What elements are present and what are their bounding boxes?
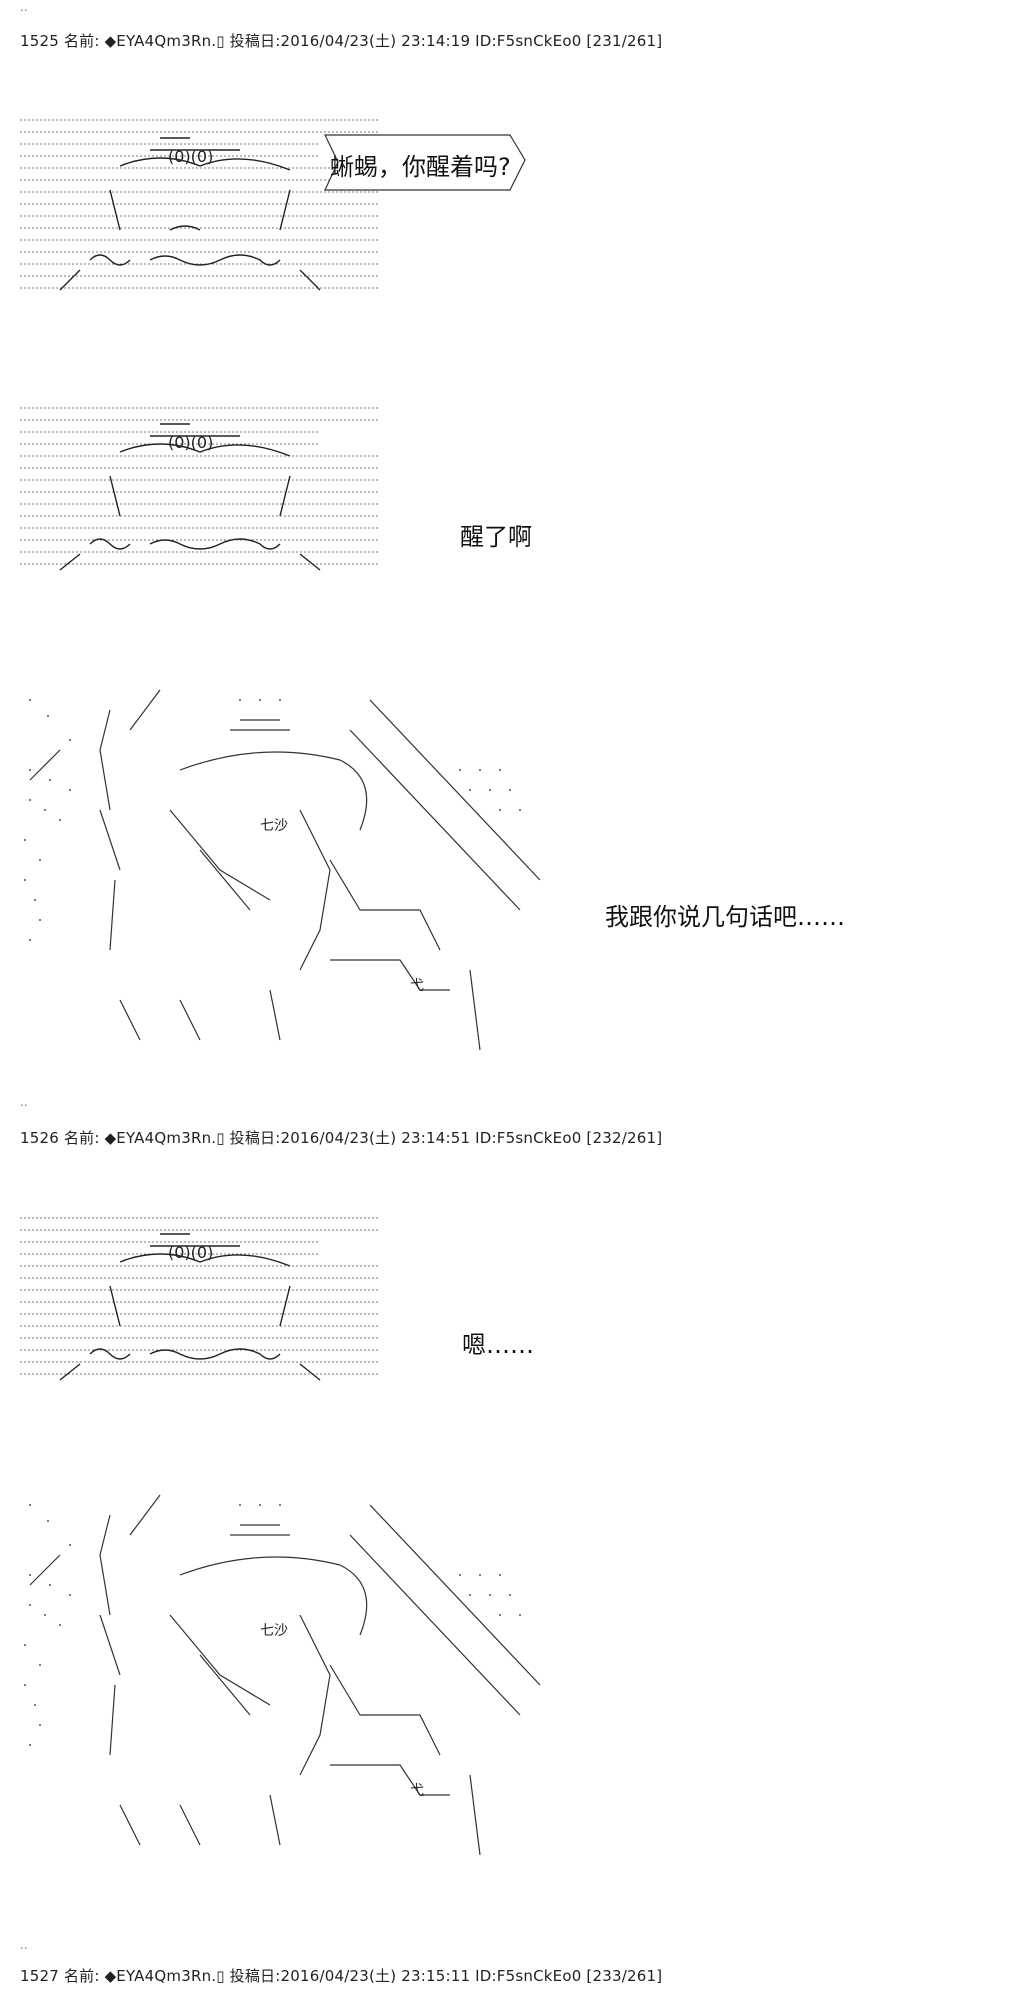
character-ascii-art: 七沙 弋 [24,1494,541,1856]
dialogue-text: 我跟你说几句话吧…… [605,903,845,931]
dialogue-text: 嗯…… [462,1331,534,1359]
lizard-face-text: (0)(0) [168,147,213,166]
post-header: 1526 名前: ◆EYA4Qm3Rn.▯ 投稿日:2016/04/23(土) … [20,1129,663,1147]
post-header: 1525 名前: ◆EYA4Qm3Rn.▯ 投稿日:2016/04/23(土) … [20,32,663,50]
kanji-label: 弋 [410,1783,424,1799]
separator-dots: .. [20,1938,28,1952]
speech-bubble-text: 蜥蜴，你醒着吗? [330,153,511,181]
kanji-label: 七沙 [260,818,288,834]
lizard-ascii-art: (0)(0) [20,407,380,571]
dialogue-text: 醒了啊 [460,523,532,551]
post-header: 1527 名前: ◆EYA4Qm3Rn.▯ 投稿日:2016/04/23(土) … [20,1967,663,1985]
separator-dots: .. [20,1095,28,1109]
lizard-face-text: (0)(0) [168,1243,213,1262]
separator-dots: .. [20,0,28,14]
lizard-ascii-art: (0)(0) [20,1217,380,1381]
lizard-ascii-art: (0)(0) [20,119,526,291]
kanji-label: 七沙 [260,1623,288,1639]
lizard-face-text: (0)(0) [168,433,213,452]
character-ascii-art: 七沙 弋 [24,689,541,1051]
kanji-label: 弋 [410,978,424,994]
